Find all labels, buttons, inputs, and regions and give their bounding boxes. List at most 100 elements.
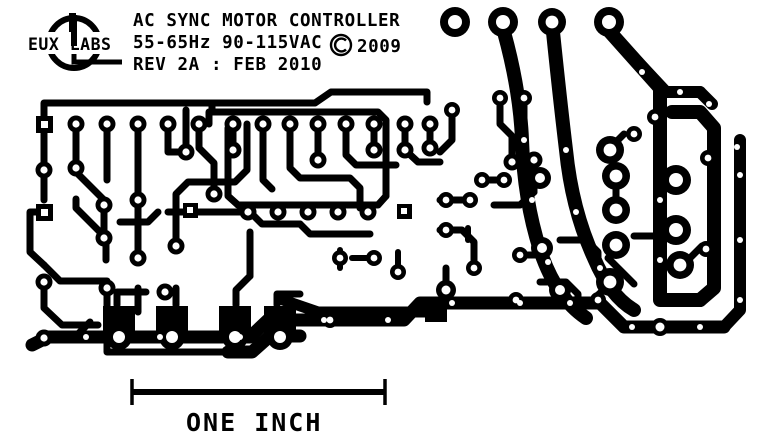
pad-square <box>36 116 53 133</box>
to220-pad-1 <box>103 306 135 350</box>
trace-to220-links <box>113 228 304 309</box>
pad-round <box>474 172 490 188</box>
pad-round <box>329 203 347 221</box>
pad-round <box>436 280 456 300</box>
pad-round <box>512 247 528 263</box>
pad-round <box>525 151 543 169</box>
mains-pad <box>440 7 470 37</box>
pad-square <box>397 204 412 219</box>
pad-round <box>95 196 113 214</box>
pad-round <box>35 161 53 179</box>
pad-round <box>224 141 242 159</box>
drill-holes-ground-bus <box>83 69 743 340</box>
to220-pads <box>103 306 296 350</box>
pad-round <box>269 203 287 221</box>
pad-large <box>602 231 630 259</box>
scale-bar: ONE INCH <box>130 379 387 437</box>
dip-ic-2-pads <box>67 139 543 177</box>
pad-large <box>596 268 624 296</box>
mains-pad <box>538 8 566 36</box>
pad-round <box>67 115 85 133</box>
pad-small <box>700 150 716 166</box>
pad-round <box>421 115 439 133</box>
copyright-block: 2009 <box>329 33 402 57</box>
pad-small <box>590 292 606 308</box>
pad-round <box>366 250 382 266</box>
pad-round <box>67 159 85 177</box>
pad-round <box>281 115 299 133</box>
pad-round <box>177 143 195 161</box>
pad-round <box>549 279 571 301</box>
pad-round <box>444 102 460 118</box>
dip-ic-1-pads <box>36 90 532 133</box>
header-line1: AC SYNC MOTOR CONTROLLER <box>133 11 400 31</box>
pad-round <box>129 249 147 267</box>
to220-pad-3 <box>219 306 251 350</box>
pad-round <box>508 292 524 308</box>
logo-brand-text: EUX LABS <box>28 35 111 54</box>
header-line3: REV 2A : FEB 2010 <box>133 55 322 75</box>
trace-centre-spine <box>116 208 374 238</box>
pad-large <box>661 165 691 195</box>
mains-pad <box>488 7 518 37</box>
pad-large <box>661 215 691 245</box>
pad-layer <box>35 7 716 350</box>
trace-left-bus <box>26 127 111 285</box>
pad-round <box>396 115 414 133</box>
pad-square <box>36 204 53 221</box>
pad-round <box>167 237 185 255</box>
pad-round <box>35 273 53 291</box>
pad-round <box>365 115 383 133</box>
pad-round <box>35 329 53 347</box>
pad-round <box>492 90 508 106</box>
right-pad-column-b <box>651 150 716 336</box>
pad-round <box>322 312 338 328</box>
pad-square <box>183 203 198 218</box>
mid-band-pads <box>35 161 482 347</box>
pad-round <box>496 172 512 188</box>
pad-round <box>205 185 223 203</box>
header-text-block: AC SYNC MOTOR CONTROLLER 55-65Hz 90-115V… <box>133 11 400 75</box>
trace-top-perimeter <box>40 88 431 128</box>
mains-pad <box>594 7 624 37</box>
pad-round <box>159 115 177 133</box>
pad-round <box>299 203 317 221</box>
pad-round <box>359 203 377 221</box>
pad-large <box>666 251 694 279</box>
copyright-year: 2009 <box>357 37 402 57</box>
pad-round <box>503 153 521 171</box>
trace-to220-thick <box>277 294 436 318</box>
pad-round <box>309 151 327 169</box>
centre-right-pads <box>425 167 571 322</box>
pad-large <box>602 196 630 224</box>
scale-bar-label: ONE INCH <box>186 408 322 437</box>
pad-round <box>421 139 439 157</box>
pad-round <box>156 283 174 301</box>
pad-round <box>438 222 454 238</box>
pad-round <box>516 90 532 106</box>
pad-square <box>425 300 447 322</box>
pad-round <box>224 115 242 133</box>
pad-round <box>462 192 478 208</box>
pad-round <box>390 264 406 280</box>
pad-round <box>396 141 414 159</box>
pad-round <box>438 192 454 208</box>
right-pad-column-a <box>590 109 663 308</box>
pad-round <box>309 115 327 133</box>
trace-right-outline <box>718 134 746 333</box>
pad-round <box>466 260 482 276</box>
pad-round <box>332 250 348 266</box>
pad-small <box>626 126 642 142</box>
pad-round <box>529 167 551 189</box>
pad-large <box>596 136 624 164</box>
trace-dip2-routing <box>259 127 400 212</box>
pad-small <box>698 241 714 257</box>
pad-round <box>98 279 116 297</box>
to220-pad-4 <box>264 306 296 350</box>
pad-round <box>95 229 113 247</box>
pad-round <box>98 115 116 133</box>
pad-round <box>129 115 147 133</box>
